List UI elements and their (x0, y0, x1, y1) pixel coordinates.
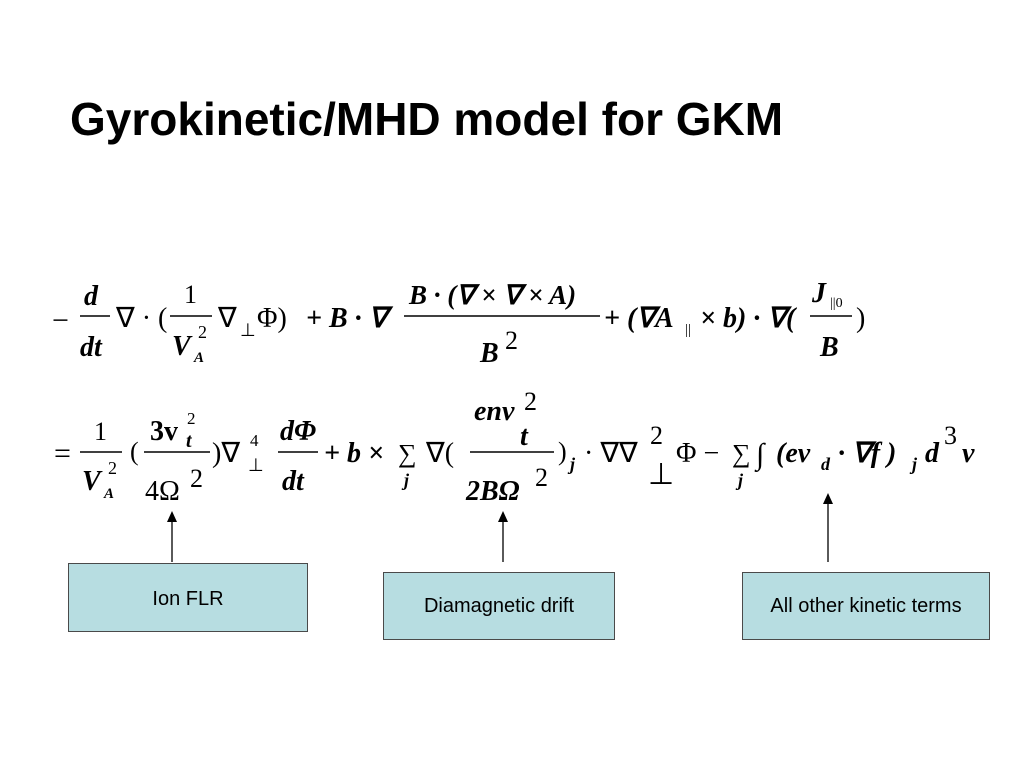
eq1-J-sub: ||0 (830, 296, 843, 311)
eq2-open: ( (130, 437, 139, 466)
eq2-j2-sub: j (909, 454, 918, 474)
eq2-nn-sup: 2 (650, 421, 663, 450)
eq2-phi-minus: Φ − (676, 438, 719, 469)
eq1-term3b: × b) · ∇( (700, 303, 797, 334)
arrow-head-kinetic (823, 493, 833, 504)
eq2-nabla-open: ∇( (425, 438, 454, 469)
eq1-term3: + (∇A (604, 303, 674, 334)
eq1-par: || (685, 322, 691, 338)
eq2-sum2-sub: j (735, 470, 744, 490)
eq2-dt: dt (282, 466, 305, 497)
eq2-env-sub: t (520, 421, 529, 452)
label-box-kinetic-terms: All other kinetic terms (742, 572, 990, 640)
eq1-V-sup: 2 (198, 322, 207, 342)
eq2-v-sup: 2 (187, 409, 196, 428)
eq2-dphi: dΦ (280, 416, 316, 447)
label-box-diamagnetic-drift: Diamagnetic drift (383, 572, 615, 640)
eq1-V: V (172, 331, 193, 362)
label-diamagnetic-drift: Diamagnetic drift (423, 595, 575, 617)
eq1-plus-B-dot-nabla: + B · ∇ (306, 303, 394, 334)
eq2-d3: d (925, 438, 940, 469)
eq1-numerator-curl: B · (∇ × ∇ × A) (408, 280, 576, 310)
arrow-head-ion-flr (167, 511, 177, 522)
label-kinetic-terms: All other kinetic terms (770, 595, 962, 617)
equation-line-1: − d dt ∇ · ( 1 V 2 A ∇ ⊥ Φ) + B · ∇ B · … (52, 278, 865, 369)
eq2-env: env (474, 396, 515, 427)
eq2-V-sup: 2 (108, 458, 117, 478)
equation-line-2: = 1 V 2 A ( 3v 2 t 4Ω 2 )∇ 4 ⊥ dΦ dt + b… (54, 387, 975, 507)
eq2-perp: ⊥ (248, 455, 264, 475)
eq2-close-nabla: )∇ (212, 438, 240, 469)
eq2-v-sub: t (186, 430, 193, 452)
eq1-phi-close: Φ) (257, 303, 287, 334)
arrow-head-diamagnetic (498, 511, 508, 522)
eq2-close-j: ) (558, 437, 567, 466)
label-box-ion-flr: Ion FLR (68, 563, 308, 632)
eq2-one: 1 (94, 417, 107, 446)
eq1-B-den2: B (819, 332, 839, 363)
annotation-arrows (167, 493, 833, 562)
eq2-j-sub: j (567, 454, 576, 474)
eq2-d-sub: d (821, 454, 831, 474)
eq2-plus-b-cross: + b × (324, 438, 384, 469)
eq1-d: d (84, 281, 99, 312)
eq1-nabla-dot: ∇ · ( (115, 303, 167, 334)
eq2-equals: = (54, 437, 71, 470)
eq2-2BOmega: 2BΩ (465, 476, 520, 507)
eq2-3v: 3v (150, 416, 178, 447)
eq2-d3-sup: 3 (944, 421, 957, 450)
eq2-sum1: ∑ (398, 439, 417, 468)
eq1-V-sub: A (193, 350, 204, 366)
eq2-integral: ∫ (754, 438, 766, 473)
eq1-dt: dt (80, 332, 103, 363)
eq2-ev-open: (ev (776, 438, 811, 469)
eq1-nabla-perp: ∇ (217, 303, 237, 334)
eq1-close: ) (856, 303, 865, 334)
eq2-V-sub: A (103, 486, 114, 502)
eq2-2BOmega-sup: 2 (535, 463, 548, 492)
eq2-v-end: v (962, 438, 975, 469)
label-ion-flr: Ion FLR (152, 588, 224, 610)
eq1-one: 1 (184, 280, 197, 309)
eq2-dot-nabla-f: · ∇f ) (838, 438, 896, 469)
eq2-env-sup: 2 (524, 387, 537, 416)
eq2-nn-perp: ⊥ (648, 458, 674, 491)
eq2-V: V (82, 466, 103, 497)
eq1-B-sup: 2 (505, 326, 518, 355)
eq2-dot-nabla-nabla: · ∇∇ (584, 438, 638, 469)
eq1-J: J (811, 278, 827, 309)
eq2-sum2: ∑ (732, 439, 751, 468)
eq2-nabla-sup: 4 (250, 431, 259, 450)
eq2-omega-sup: 2 (190, 464, 203, 493)
eq2-4omega: 4Ω (145, 476, 180, 507)
eq1-B-den: B (479, 338, 499, 369)
eq1-perp: ⊥ (240, 320, 256, 340)
eq1-minus: − (52, 304, 69, 337)
slide-title: Gyrokinetic/MHD model for GKM (70, 93, 784, 145)
eq2-sum1-sub: j (401, 470, 410, 490)
